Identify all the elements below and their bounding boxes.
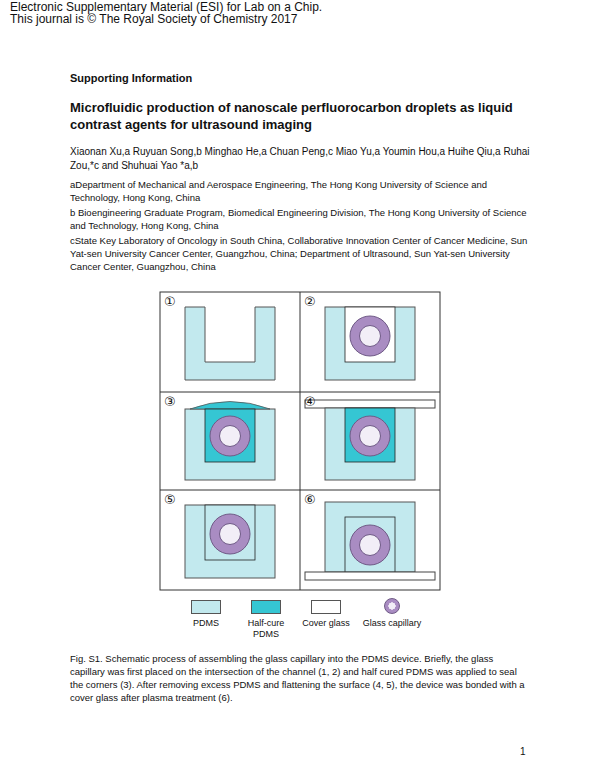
legend-swatch [191,600,221,614]
panel-number: ① [164,294,184,309]
legend-swatch [311,600,341,614]
page-number: 1 [520,746,540,758]
capillary-symbol [384,598,400,614]
legend-swatch [251,600,281,614]
legend-label: PDMS [176,618,236,629]
panel-number: ⑤ [164,492,184,507]
affiliation: b Bioengineering Graduate Program, Biome… [70,206,530,232]
panel-number: ③ [164,394,184,409]
affiliation: aDepartment of Mechanical and Aerospace … [70,178,530,204]
legend-label: Cover glass [296,618,356,629]
affiliation: cState Key Laboratory of Oncology in Sou… [70,234,530,273]
panel-number: ⑥ [304,492,324,507]
figure-caption: Fig. S1. Schematic process of assembling… [70,652,530,704]
panel-number: ② [304,294,324,309]
journal-header: This journal is © The Royal Society of C… [10,13,590,26]
panel-number: ④ [304,394,324,409]
section-heading: Supporting Information [70,71,530,85]
author-list: Xiaonan Xu,a Ruyuan Song,b Minghao He,a … [70,145,530,173]
paper-title: Microfluidic production of nanoscale per… [70,99,530,133]
legend-label: Glass capillary [362,618,422,629]
legend-label: Half-cure PDMS [236,618,296,640]
